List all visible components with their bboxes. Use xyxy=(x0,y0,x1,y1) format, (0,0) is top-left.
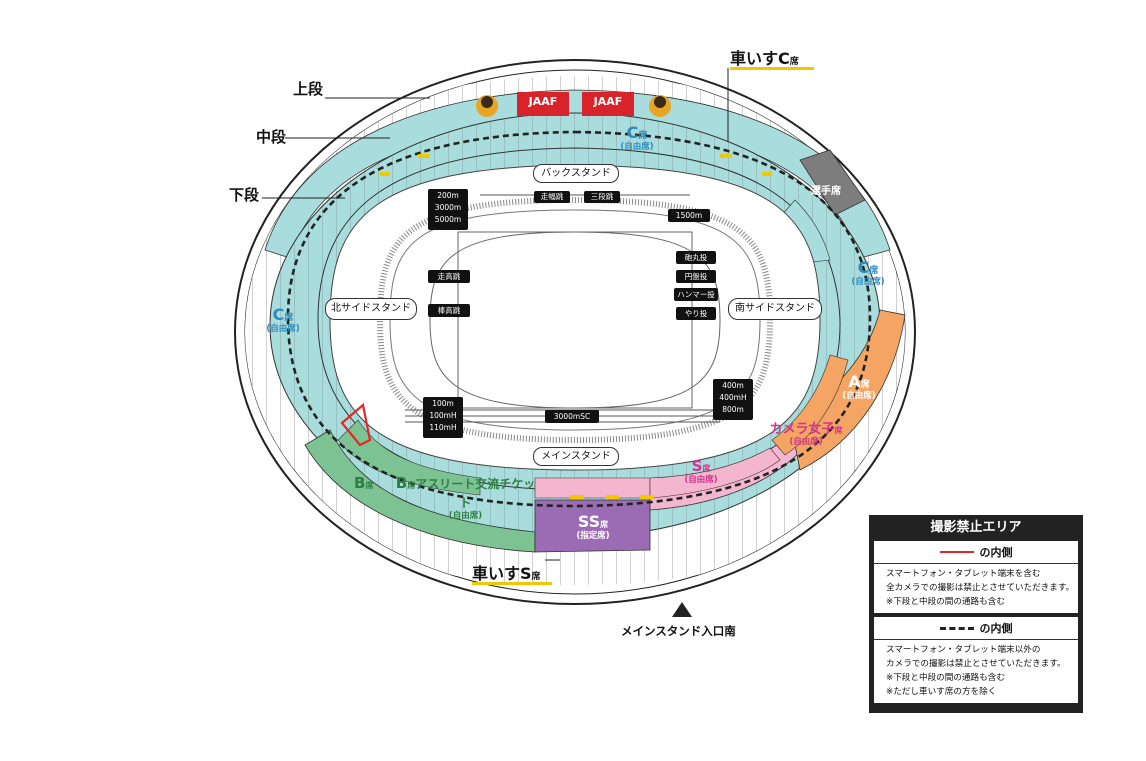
legend-red-section: の内側 スマートフォン・タブレット端末を含む 全カメラでの撮影は禁止とさせていた… xyxy=(874,541,1078,613)
stand-main-label: メインスタンド xyxy=(533,447,619,466)
legend-red-line-3: ※下段と中段の間の通路も含む xyxy=(886,597,1005,607)
red-line-icon xyxy=(939,551,974,553)
mascot-icon xyxy=(649,95,671,117)
entrance-label: メインスタンド入口南 xyxy=(621,624,736,638)
stand-north-label: 北サイドスタンド xyxy=(325,298,417,320)
legend-title: 撮影禁止エリア xyxy=(869,515,1083,541)
s-seat-label: S席 (自由席) xyxy=(684,457,718,485)
stand-back-label: バックスタンド xyxy=(533,164,619,183)
wheelchair-s-label: 車いすS席 xyxy=(472,564,541,583)
b-athlete-label: B席アスリート交流チケット (自由席) xyxy=(395,474,536,521)
photo-prohibited-legend: 撮影禁止エリア の内側 スマートフォン・タブレット端末を含む 全カメラでの撮影は… xyxy=(869,515,1083,713)
legend-dash-label: の内側 xyxy=(979,622,1013,635)
field-area xyxy=(329,164,821,471)
wheelchair-c-label: 車いすC席 xyxy=(730,49,799,68)
c-seat-label-right: C席 (自由席) xyxy=(851,258,885,287)
event-pole-vault: 棒高跳 xyxy=(428,304,470,317)
banner-left xyxy=(517,92,569,116)
event-discus: 円盤投 xyxy=(676,270,716,283)
b-seat-label: B席 xyxy=(354,474,374,492)
legend-dash-line-3: ※下段と中段の間の通路も含む xyxy=(886,673,1005,683)
wheelchair-marker xyxy=(570,495,584,499)
event-long-jump: 走幅跳 xyxy=(534,191,570,203)
camera-women-label: カメラ女子席 (自由席) xyxy=(769,422,843,447)
wheelchair-marker xyxy=(418,154,430,158)
players-seat-label: 選手席 xyxy=(811,186,841,197)
legend-red-line-2: 全カメラでの撮影は禁止とさせていただきます。 xyxy=(886,583,1075,593)
banner-text-left: JAAF xyxy=(528,95,558,108)
legend-dash-section: の内側 スマートフォン・タブレット端末以外の カメラでの撮影は禁止とさせていただ… xyxy=(874,617,1078,703)
wheelchair-s-underline xyxy=(472,582,552,585)
banner-right xyxy=(582,92,634,116)
c-seat-label-left: C席 (自由席) xyxy=(266,305,300,334)
event-high-jump: 走高跳 xyxy=(428,270,470,283)
dashed-boundary xyxy=(286,130,872,508)
players-seat-section xyxy=(799,149,866,216)
wheelchair-marker xyxy=(640,495,654,499)
legend-red-label: の内側 xyxy=(979,546,1013,559)
tier-upper: 上段 xyxy=(293,80,324,98)
mascot-icon xyxy=(476,95,498,117)
legend-dash-line-2: カメラでの撮影は禁止とさせていただきます。 xyxy=(886,659,1066,669)
banner-text-right: JAAF xyxy=(593,95,623,108)
event-1500: 1500m xyxy=(668,209,710,222)
event-triple-jump: 三段跳 xyxy=(584,191,620,203)
legend-dash-line-1: スマートフォン・タブレット端末以外の xyxy=(886,645,1041,655)
event-shot-put: 砲丸投 xyxy=(676,251,716,264)
legend-red-line-1: スマートフォン・タブレット端末を含む xyxy=(886,569,1041,579)
red-boundary xyxy=(340,402,372,447)
wheelchair-marker xyxy=(605,495,619,499)
event-hammer: ハンマー投 xyxy=(674,288,718,301)
tier-lower: 下段 xyxy=(229,186,260,204)
c-seat-label-top: C席 (自由席) xyxy=(620,123,654,152)
stand-south-label: 南サイドスタンド xyxy=(728,298,822,320)
wheelchair-marker xyxy=(720,154,732,158)
event-steeple: 3000mSC xyxy=(545,410,599,423)
wheelchair-marker xyxy=(380,172,390,176)
legend-dash-line-4: ※ただし車いす席の方を除く xyxy=(886,687,997,697)
event-javelin: やり投 xyxy=(676,307,716,320)
wheelchair-c-underline xyxy=(730,67,814,70)
wheelchair-marker xyxy=(762,172,772,176)
entrance-triangle-icon xyxy=(672,602,692,617)
a-seat-label: A席 (自由席) xyxy=(842,372,876,401)
ss-seat-section xyxy=(534,499,651,553)
ss-seat-label: SS席 (指定席) xyxy=(576,512,610,541)
dashed-line-icon xyxy=(939,626,974,630)
tier-middle: 中段 xyxy=(256,128,287,146)
